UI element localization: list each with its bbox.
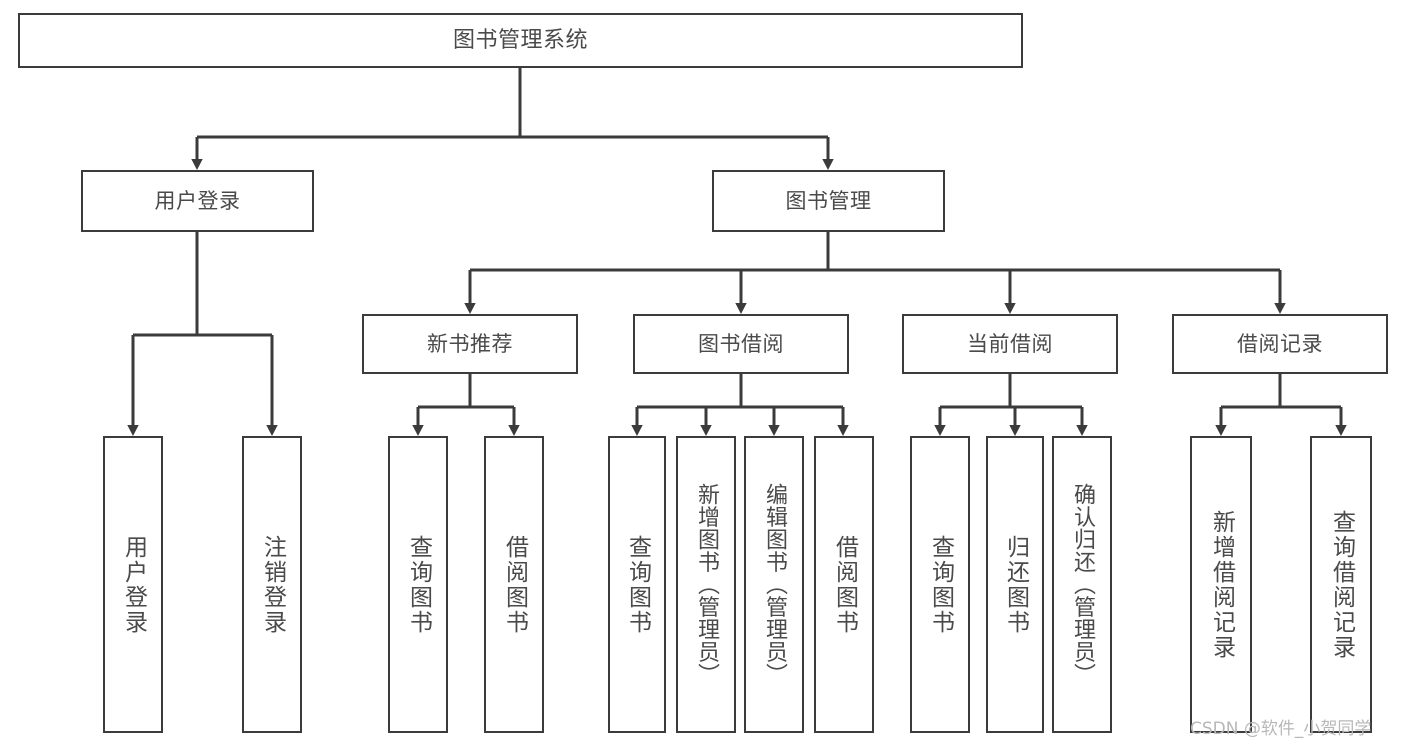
node-label-leaf-borrow-book-2: 借阅图书: [831, 534, 858, 635]
connector-arrowhead-user-login-to-leaves-1: [266, 425, 278, 436]
node-leaf-add-book[interactable]: 新增图书（管理员）: [676, 436, 736, 733]
node-label-leaf-user-logout: 注销登录: [259, 534, 286, 635]
node-label-leaf-query-book-2: 查询图书: [624, 534, 651, 635]
node-label-leaf-return-book: 归还图书: [1002, 534, 1029, 635]
node-user-login[interactable]: 用户登录: [81, 170, 314, 232]
node-label-borrow-record: 借阅记录: [1237, 331, 1323, 356]
node-leaf-return-book[interactable]: 归还图书: [986, 436, 1044, 733]
node-new-book-rec[interactable]: 新书推荐: [362, 314, 578, 374]
node-label-book-borrow: 图书借阅: [698, 331, 784, 356]
node-leaf-query-record[interactable]: 查询借阅记录: [1310, 436, 1372, 733]
node-label-user-login: 用户登录: [154, 188, 241, 213]
node-leaf-query-book-2[interactable]: 查询图书: [608, 436, 666, 733]
connector-arrowhead-root-to-level2-1: [822, 159, 834, 170]
connector-arrowhead-root-to-level2-0: [191, 159, 203, 170]
node-label-leaf-edit-book: 编辑图书（管理员）: [762, 483, 787, 686]
connector-arrowhead-user-login-to-leaves-0: [127, 425, 139, 436]
node-book-manage[interactable]: 图书管理: [712, 170, 945, 232]
node-leaf-user-logout[interactable]: 注销登录: [242, 436, 302, 733]
node-borrow-record[interactable]: 借阅记录: [1172, 314, 1388, 374]
node-label-leaf-query-book-3: 查询图书: [927, 534, 954, 635]
node-label-leaf-query-record: 查询借阅记录: [1328, 509, 1355, 660]
connector-arrowhead-borrow-record-to-leaves-0: [1215, 425, 1227, 436]
node-label-leaf-query-book-1: 查询图书: [405, 534, 432, 635]
connector-arrowhead-current-borrow-to-leaves-0: [934, 425, 946, 436]
connector-arrowhead-book-manage-to-level3-0: [464, 303, 476, 314]
node-leaf-user-login[interactable]: 用户登录: [103, 436, 163, 733]
connector-arrowhead-book-manage-to-level3-1: [735, 303, 747, 314]
node-label-leaf-add-record: 新增借阅记录: [1208, 509, 1235, 660]
node-label-leaf-user-login: 用户登录: [120, 534, 147, 635]
node-leaf-query-book-3[interactable]: 查询图书: [910, 436, 970, 733]
connector-arrowhead-new-book-rec-to-leaves-1: [508, 425, 520, 436]
node-label-book-manage: 图书管理: [785, 188, 872, 213]
connector-arrowhead-book-borrow-to-leaves-2: [768, 425, 780, 436]
node-leaf-borrow-book-1[interactable]: 借阅图书: [484, 436, 544, 733]
node-leaf-edit-book[interactable]: 编辑图书（管理员）: [744, 436, 804, 733]
connector-arrowhead-borrow-record-to-leaves-1: [1335, 425, 1347, 436]
connector-arrowhead-current-borrow-to-leaves-1: [1009, 425, 1021, 436]
connector-arrowhead-book-manage-to-level3-3: [1274, 303, 1286, 314]
node-leaf-confirm-return[interactable]: 确认归还（管理员）: [1052, 436, 1112, 733]
connector-arrowhead-book-manage-to-level3-2: [1004, 303, 1016, 314]
node-label-leaf-confirm-return: 确认归还（管理员）: [1070, 483, 1095, 686]
connector-arrowhead-book-borrow-to-leaves-0: [631, 425, 643, 436]
connector-arrowhead-book-borrow-to-leaves-1: [700, 425, 712, 436]
node-label-root: 图书管理系统: [452, 27, 588, 53]
node-leaf-borrow-book-2[interactable]: 借阅图书: [814, 436, 874, 733]
connector-arrowhead-current-borrow-to-leaves-2: [1076, 425, 1088, 436]
node-label-new-book-rec: 新书推荐: [427, 331, 513, 356]
node-label-current-borrow: 当前借阅: [967, 331, 1053, 356]
node-label-leaf-borrow-book-1: 借阅图书: [501, 534, 528, 635]
connector-arrowhead-new-book-rec-to-leaves-0: [412, 425, 424, 436]
node-current-borrow[interactable]: 当前借阅: [902, 314, 1118, 374]
node-leaf-query-book-1[interactable]: 查询图书: [388, 436, 448, 733]
node-book-borrow[interactable]: 图书借阅: [633, 314, 849, 374]
node-root[interactable]: 图书管理系统: [18, 13, 1023, 68]
node-leaf-add-record[interactable]: 新增借阅记录: [1190, 436, 1252, 733]
connector-arrowhead-book-borrow-to-leaves-3: [837, 425, 849, 436]
node-label-leaf-add-book: 新增图书（管理员）: [694, 483, 719, 686]
